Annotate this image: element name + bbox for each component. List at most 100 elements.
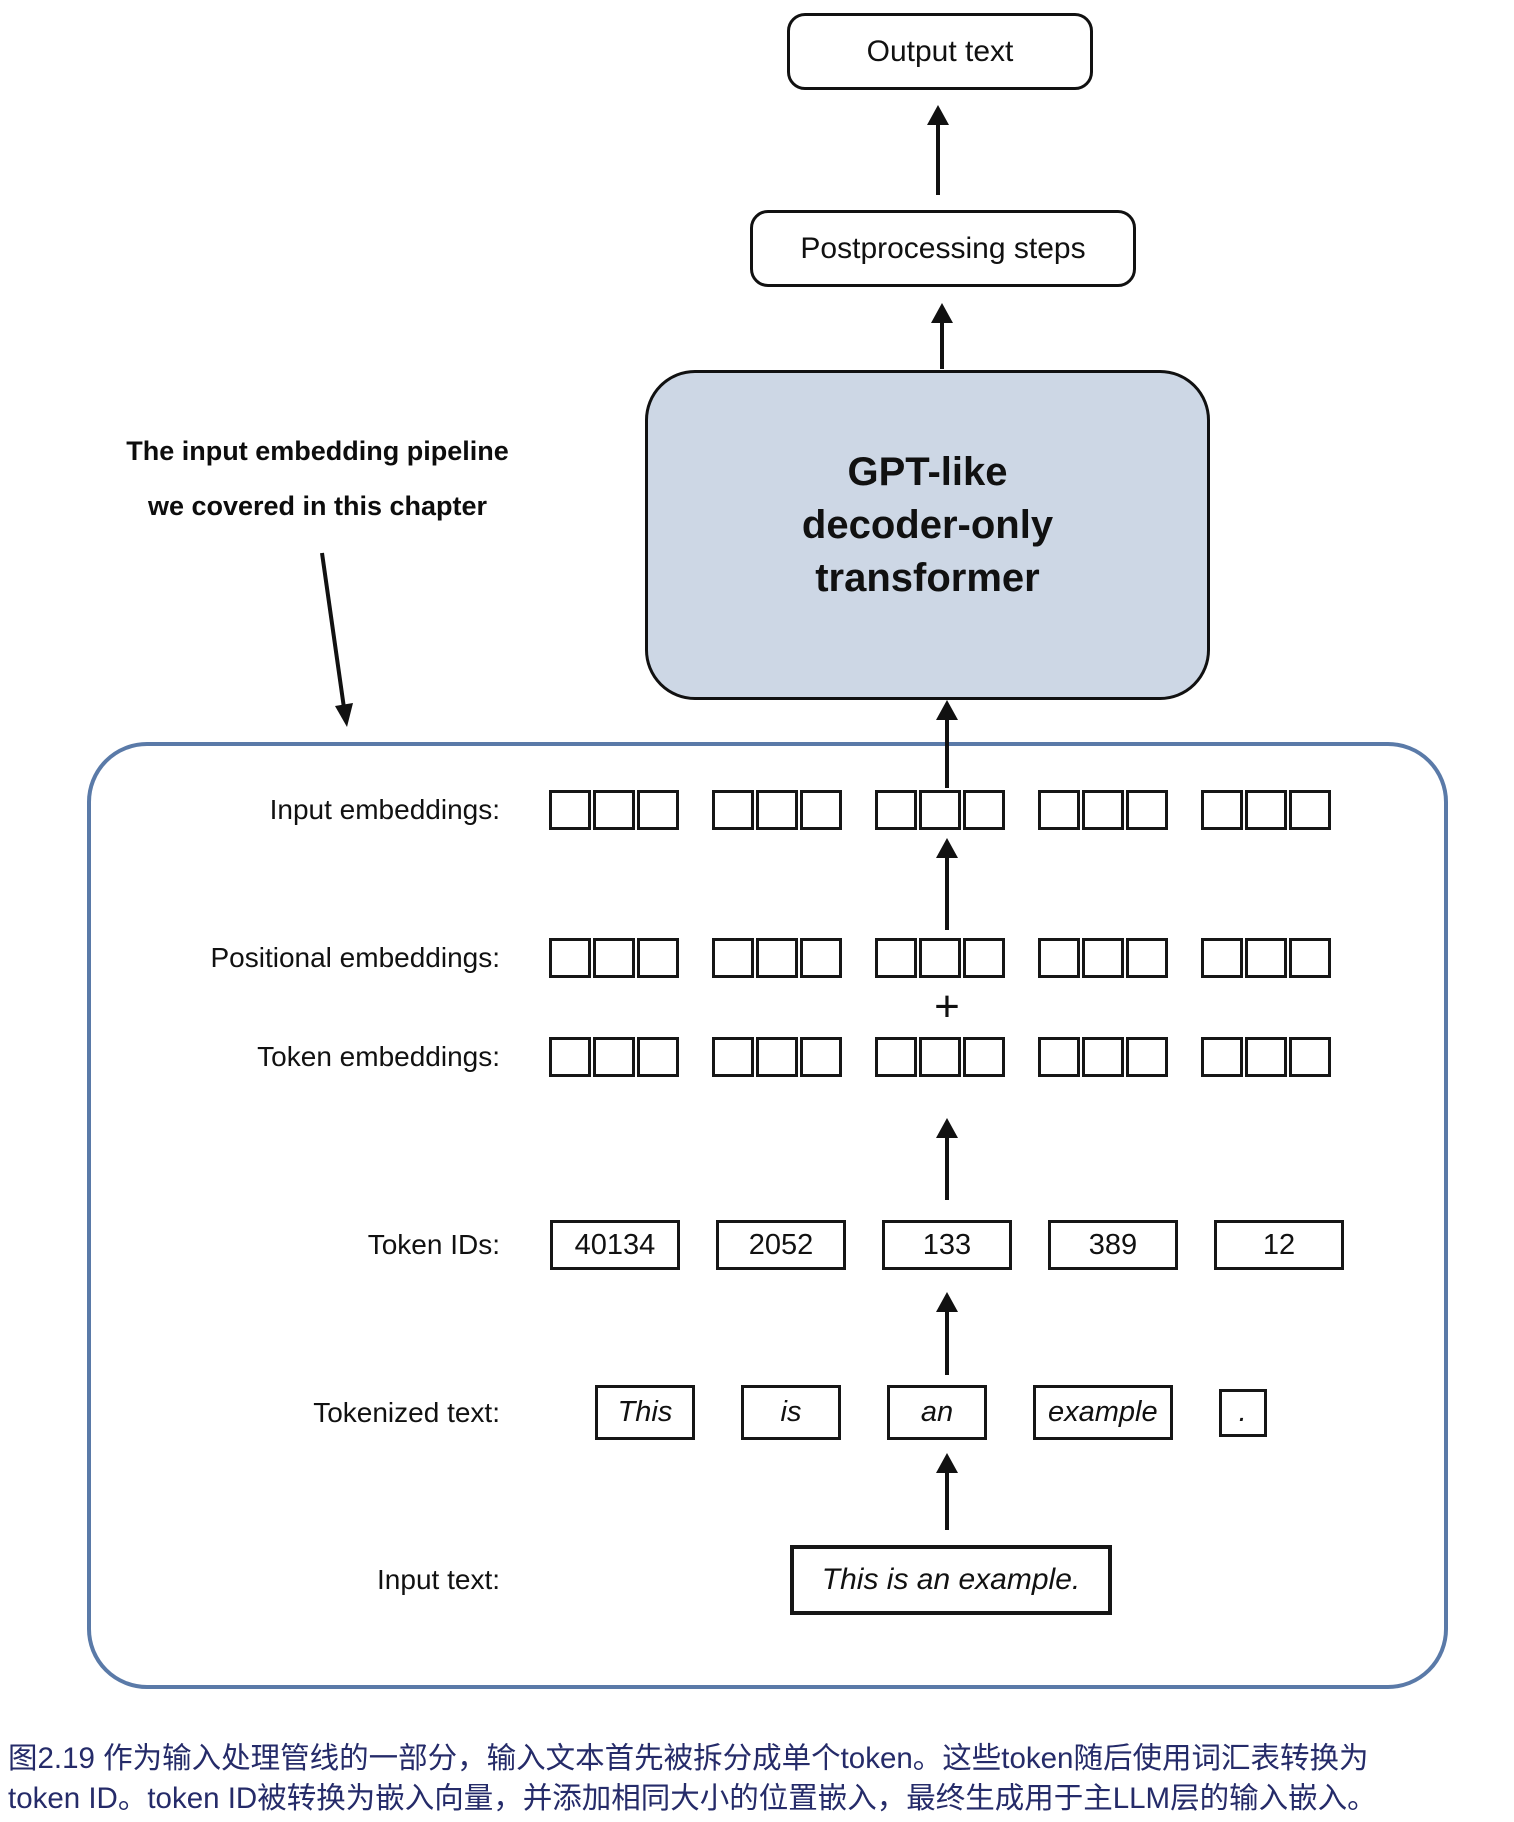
embedding-cell <box>875 938 917 978</box>
embedding-cell <box>712 790 754 830</box>
embedding-cell <box>1289 938 1331 978</box>
embedding-cell <box>1201 938 1243 978</box>
token-box: example <box>1033 1385 1173 1440</box>
caption-line1: 图2.19 作为输入处理管线的一部分，输入文本首先被拆分成单个token。这些t… <box>8 1742 1369 1775</box>
arrow-postprocessing-to-output <box>927 105 949 195</box>
arrow-head-icon <box>936 1292 958 1312</box>
embedding-vector <box>1201 1037 1331 1077</box>
embedding-vector <box>712 790 842 830</box>
embedding-cell <box>1201 790 1243 830</box>
embedding-cell <box>1126 790 1168 830</box>
embedding-cell <box>875 790 917 830</box>
transformer-line: decoder-only <box>801 502 1054 547</box>
arrow-shaft <box>936 125 940 195</box>
embedding-cell <box>1289 1037 1331 1077</box>
embedding-cell <box>919 1037 961 1077</box>
embedding-cell <box>919 938 961 978</box>
embedding-cell <box>593 1037 635 1077</box>
embedding-cell <box>1038 938 1080 978</box>
embedding-vector <box>875 938 1005 978</box>
embedding-cell <box>549 938 591 978</box>
embedding-cell <box>549 1037 591 1077</box>
embedding-cell <box>593 790 635 830</box>
embedding-cell <box>1082 1037 1124 1077</box>
embedding-cell <box>712 938 754 978</box>
arrow-head-icon <box>936 700 958 720</box>
embedding-vector <box>1038 1037 1168 1077</box>
transformer-line: GPT-like <box>847 449 1008 494</box>
embedding-vector <box>549 1037 679 1077</box>
embedding-cell <box>800 1037 842 1077</box>
token-box: . <box>1218 1388 1267 1437</box>
embedding-cell <box>549 790 591 830</box>
token-box: an <box>887 1385 987 1440</box>
arrow-ids-to-token-embeddings <box>936 1118 958 1200</box>
annotation-text: The input embedding pipeline we covered … <box>85 424 550 534</box>
embedding-vector <box>712 938 842 978</box>
embedding-vector <box>712 1037 842 1077</box>
embedding-cell <box>963 938 1005 978</box>
caption-line2: token ID。token ID被转换为嵌入向量，并添加相同大小的位置嵌入，最… <box>8 1782 1377 1815</box>
arrow-input-to-tokens <box>936 1453 958 1530</box>
embedding-cell <box>1201 1037 1243 1077</box>
embedding-cell <box>1038 790 1080 830</box>
positional-embeddings-label: Positional embeddings: <box>210 942 500 973</box>
embedding-cell <box>1289 790 1331 830</box>
arrow-head-icon <box>936 1453 958 1473</box>
token-box: This <box>595 1385 695 1440</box>
embedding-vector <box>1038 790 1168 830</box>
embedding-cell <box>1082 790 1124 830</box>
arrow-head-icon <box>931 303 953 323</box>
token-id-box: 133 <box>882 1220 1012 1270</box>
embedding-cell <box>800 938 842 978</box>
embedding-vector <box>1201 790 1331 830</box>
embedding-cell <box>756 790 798 830</box>
token-id-box: 2052 <box>716 1220 846 1270</box>
arrow-shaft <box>945 720 949 788</box>
embedding-cell <box>756 938 798 978</box>
embedding-cell <box>637 938 679 978</box>
embedding-cell <box>875 1037 917 1077</box>
embedding-cell <box>800 790 842 830</box>
input-embeddings-row <box>549 790 1331 830</box>
embedding-cell <box>1245 1037 1287 1077</box>
token-id-box: 12 <box>1214 1220 1344 1270</box>
embedding-vector <box>549 790 679 830</box>
embedding-cell <box>637 1037 679 1077</box>
embedding-cell <box>1082 938 1124 978</box>
annotation-line1: The input embedding pipeline <box>126 436 509 466</box>
plus-sign: + <box>934 982 960 1031</box>
embedding-cell <box>963 790 1005 830</box>
arrow-transformer-to-postprocessing <box>931 303 953 369</box>
embedding-cell <box>1038 1037 1080 1077</box>
postprocessing-box: Postprocessing steps <box>750 210 1136 287</box>
input-embeddings-label: Input embeddings: <box>269 794 500 825</box>
token-box: is <box>741 1385 841 1440</box>
embedding-cell <box>1126 938 1168 978</box>
embedding-cell <box>1245 790 1287 830</box>
embedding-pipeline-container <box>87 742 1448 1689</box>
embedding-vector <box>1038 938 1168 978</box>
input-text-label: Input text: <box>377 1564 500 1595</box>
embedding-cell <box>712 1037 754 1077</box>
token-ids-label: Token IDs: <box>367 1229 500 1260</box>
arrow-shaft <box>945 1312 949 1375</box>
embedding-cell <box>637 790 679 830</box>
token-embeddings-row <box>549 1037 1331 1077</box>
arrow-head-icon <box>927 105 949 125</box>
arrow-shaft <box>945 858 949 930</box>
input-text-value: This is an example. <box>821 1563 1081 1596</box>
postprocessing-label: Postprocessing steps <box>800 231 1086 265</box>
positional-embeddings-row <box>549 938 1331 978</box>
embedding-cell <box>1126 1037 1168 1077</box>
embedding-cell <box>756 1037 798 1077</box>
embedding-cell <box>963 1037 1005 1077</box>
arrow-head-icon <box>936 838 958 858</box>
arrow-sum-to-input-embeddings <box>936 838 958 930</box>
token-id-box: 389 <box>1048 1220 1178 1270</box>
embedding-vector <box>549 938 679 978</box>
tokenized-text-label: Tokenized text: <box>313 1397 500 1428</box>
